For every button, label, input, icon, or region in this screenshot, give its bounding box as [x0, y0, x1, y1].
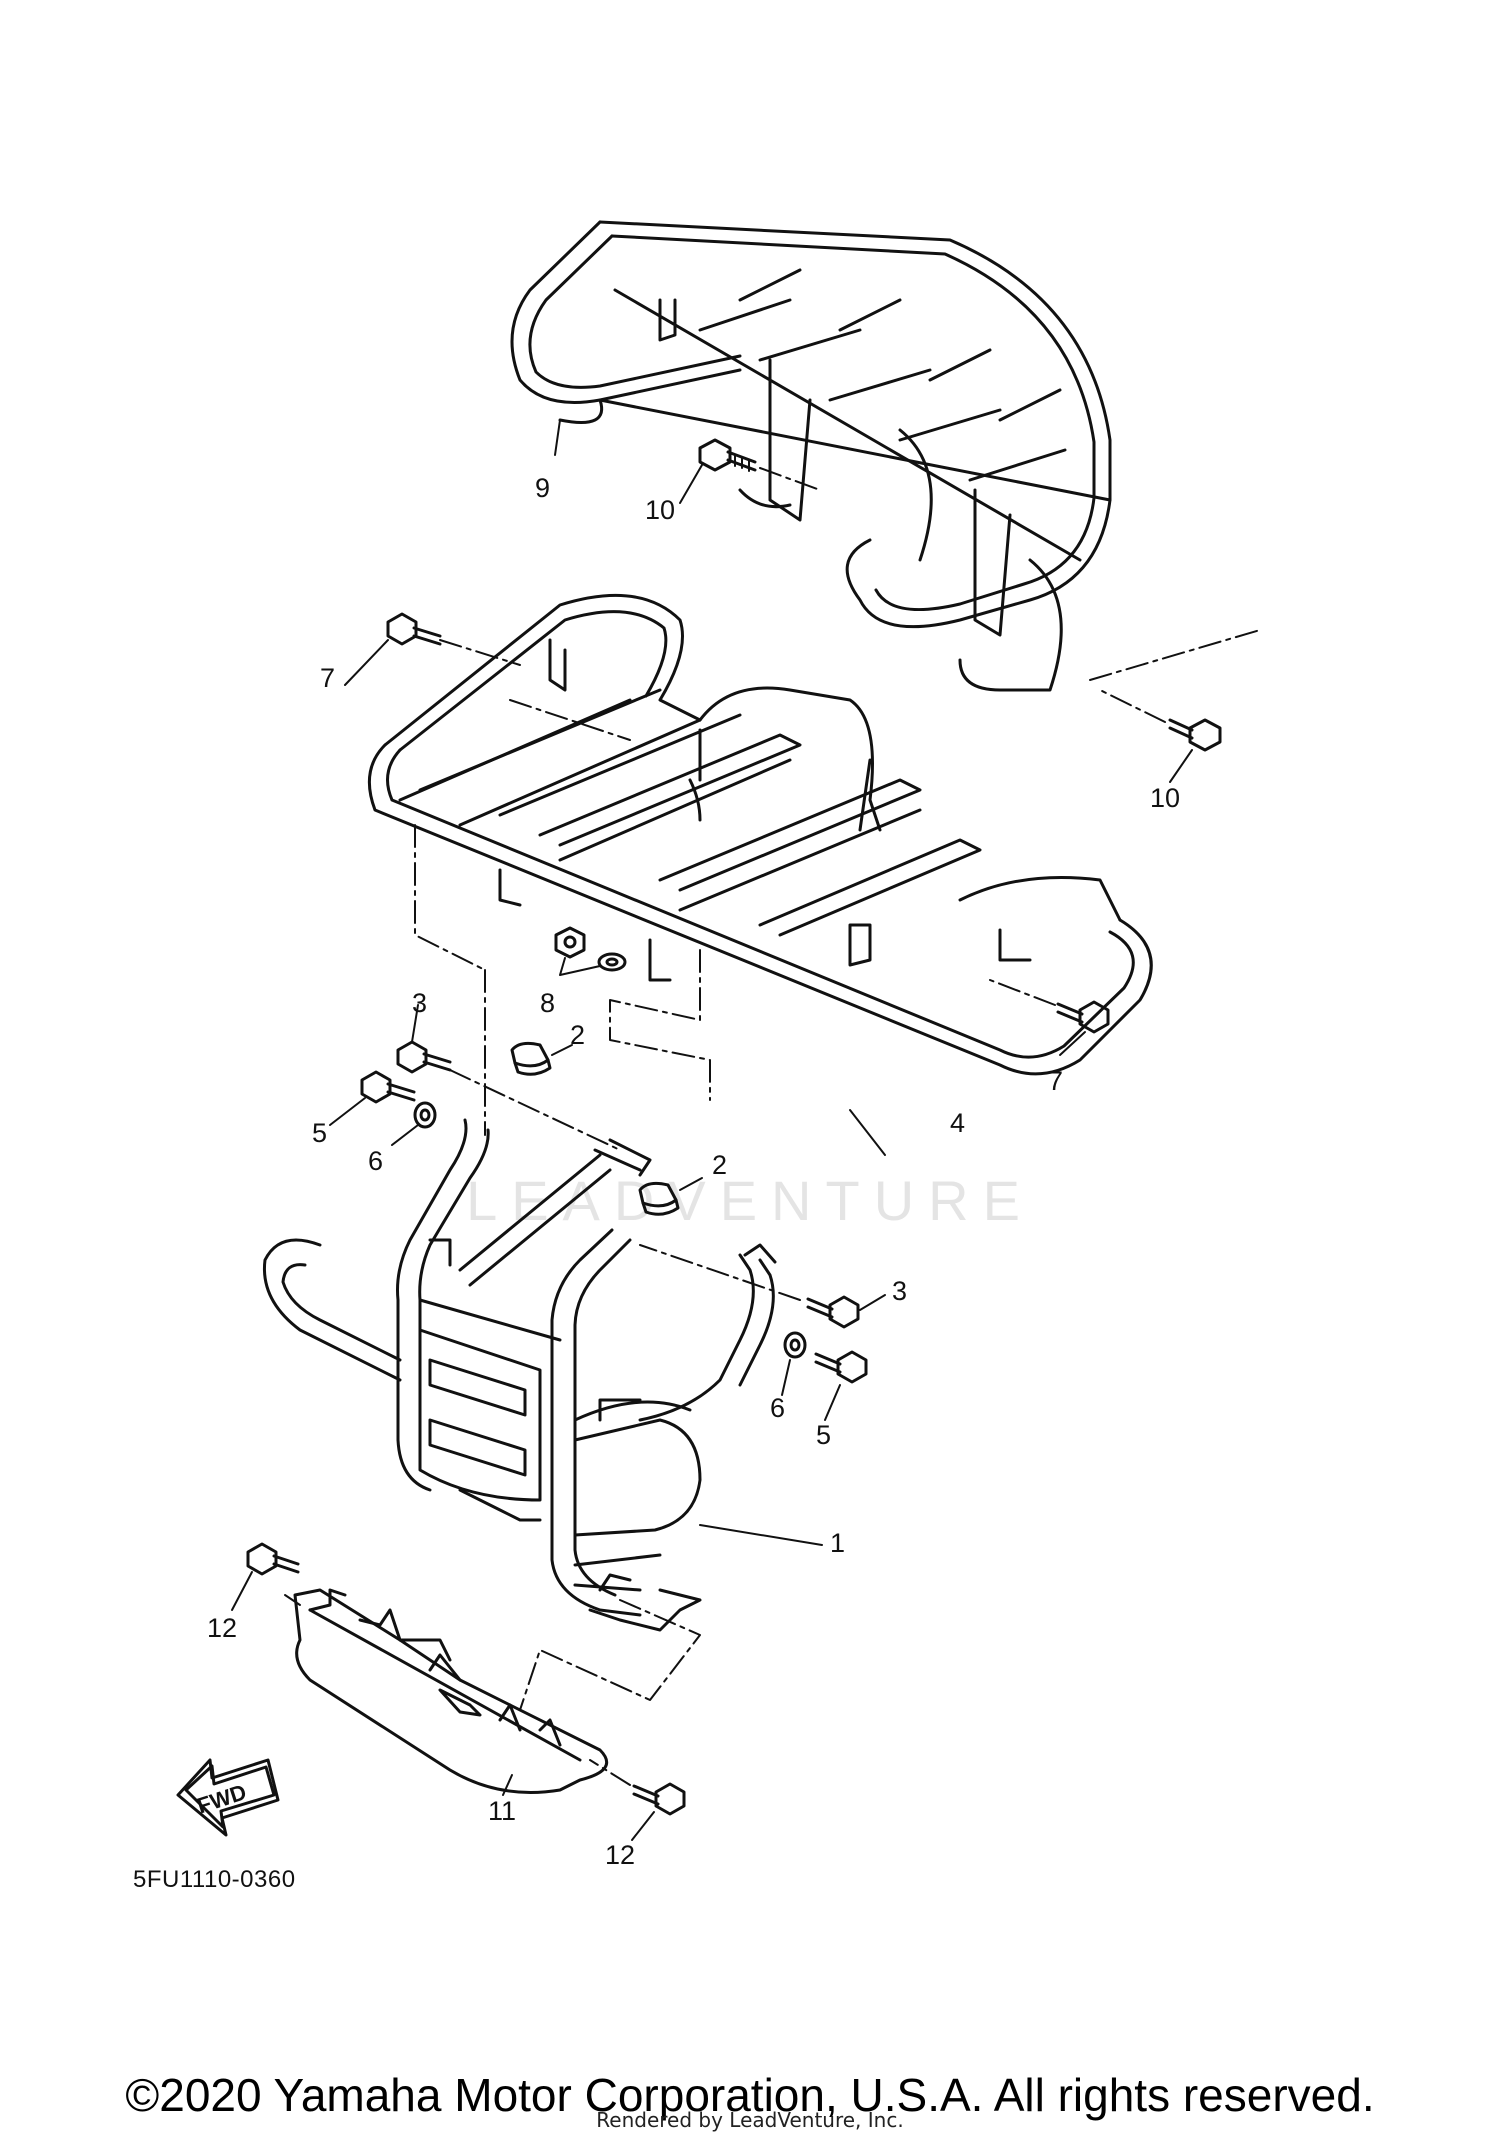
- callout-1: 1: [830, 1528, 846, 1558]
- bolt-3a: [396, 1040, 452, 1074]
- leader-line-11: [502, 1774, 513, 1796]
- leader-line-1: [699, 1524, 823, 1546]
- phantom-line: [609, 949, 711, 1101]
- callout-9: 9: [535, 473, 551, 503]
- callout-10: 10: [645, 495, 676, 525]
- front-carrier-part-4: [367, 593, 1153, 1076]
- bolt-10b: [1168, 718, 1222, 752]
- front-guard-part-1: [262, 1118, 777, 1632]
- rendered-by-notice: Rendered by LeadVenture, Inc.: [596, 2108, 904, 2132]
- leader-line-3b: [859, 1294, 886, 1311]
- grommet-2a: [510, 1041, 552, 1076]
- callout-6: 6: [770, 1393, 786, 1423]
- center-line: [589, 1759, 631, 1786]
- callout-11: 11: [488, 1796, 517, 1826]
- leader-line-2b: [679, 1177, 703, 1191]
- center-line: [1089, 629, 1261, 723]
- leader-line-4: [849, 1109, 886, 1156]
- callout-2: 2: [712, 1150, 728, 1180]
- bolt-5b: [814, 1350, 868, 1384]
- center-line: [989, 979, 1056, 1006]
- diagram-code: 5FU1110-0360: [133, 1866, 296, 1893]
- leader-line-6a: [391, 1124, 419, 1146]
- leader-line-7b: [1059, 1031, 1086, 1056]
- leader-line-8: [559, 957, 601, 976]
- grommet-2b: [638, 1181, 680, 1216]
- callout-2: 2: [570, 1020, 586, 1050]
- leader-line-2a: [551, 1044, 573, 1056]
- washer-6b: [783, 1331, 807, 1359]
- leader-line-10a: [679, 464, 703, 504]
- center-line: [759, 467, 821, 491]
- callout-5: 5: [816, 1420, 832, 1450]
- leader-line-3a: [411, 1004, 419, 1043]
- phantom-line: [519, 1599, 701, 1711]
- bolt-7b: [1056, 1000, 1110, 1034]
- bolt-10a: [698, 438, 757, 472]
- bolt-12b: [632, 1782, 686, 1816]
- callout-10: 10: [1150, 783, 1181, 813]
- center-line: [284, 1594, 301, 1606]
- guard-plate-part-11: [293, 1588, 609, 1794]
- callout-3: 3: [412, 988, 428, 1018]
- leader-line-7a: [344, 639, 389, 686]
- nut-washer-8: [554, 926, 627, 972]
- callout-12: 12: [207, 1613, 238, 1643]
- forward-direction-arrow: [176, 1758, 280, 1837]
- leader-line-10b: [1169, 749, 1193, 783]
- callout-5: 5: [312, 1118, 328, 1148]
- leader-line-5b: [824, 1384, 841, 1421]
- leader-line-12a: [231, 1571, 253, 1611]
- bolt-5a: [360, 1070, 416, 1104]
- watermark-text: LEADVENTURE: [466, 1169, 1034, 1232]
- bolt-3b: [806, 1295, 860, 1329]
- callout-7: 7: [1048, 1066, 1064, 1096]
- rear-carrier-part-9: [510, 220, 1112, 692]
- callout-3: 3: [892, 1276, 908, 1306]
- center-line: [439, 639, 631, 741]
- leader-line-9: [554, 419, 561, 456]
- callout-7: 7: [320, 663, 336, 693]
- callout-8: 8: [540, 988, 556, 1018]
- leader-line-5a: [329, 1097, 366, 1126]
- callout-6: 6: [368, 1146, 384, 1176]
- leader-line-6b: [781, 1359, 791, 1396]
- copyright-notice: ©2020 Yamaha Motor Corporation, U.S.A. A…: [125, 2069, 1375, 2121]
- center-line: [449, 1069, 621, 1151]
- center-line: [639, 1244, 801, 1301]
- callout-4: 4: [950, 1108, 966, 1138]
- callout-12: 12: [605, 1840, 636, 1870]
- washer-6a: [413, 1101, 437, 1129]
- bolt-12a: [246, 1542, 300, 1576]
- bolt-7a: [386, 612, 442, 646]
- phantom-line: [414, 824, 486, 1136]
- leader-line-12b: [631, 1811, 655, 1841]
